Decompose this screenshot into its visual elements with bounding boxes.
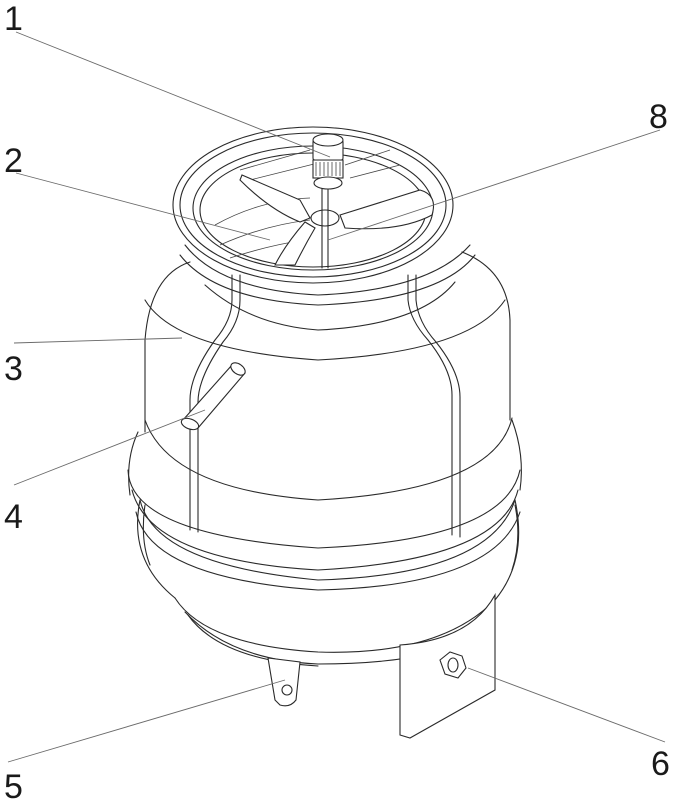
callout-5: 5 (4, 768, 23, 800)
callout-6: 6 (651, 745, 670, 783)
frame-strut-left (189, 274, 241, 533)
outlet-nut-bracket (399, 592, 496, 739)
callout-1: 1 (4, 0, 23, 38)
callout-8: 8 (649, 98, 668, 136)
callout-4: 4 (4, 498, 23, 536)
fan-ring (172, 126, 454, 284)
fan-hub-shaft (312, 133, 344, 269)
tower-body-upper (144, 244, 513, 501)
callouts: 1 2 3 4 5 6 8 (4, 0, 670, 800)
callout-3: 3 (4, 350, 23, 388)
frame-strut-right (407, 274, 461, 538)
callout-2: 2 (4, 142, 23, 180)
leader-lines (7, 31, 666, 763)
fan-blade (239, 174, 435, 266)
tower-body-lower (127, 419, 522, 601)
mounting-lug (267, 657, 301, 707)
